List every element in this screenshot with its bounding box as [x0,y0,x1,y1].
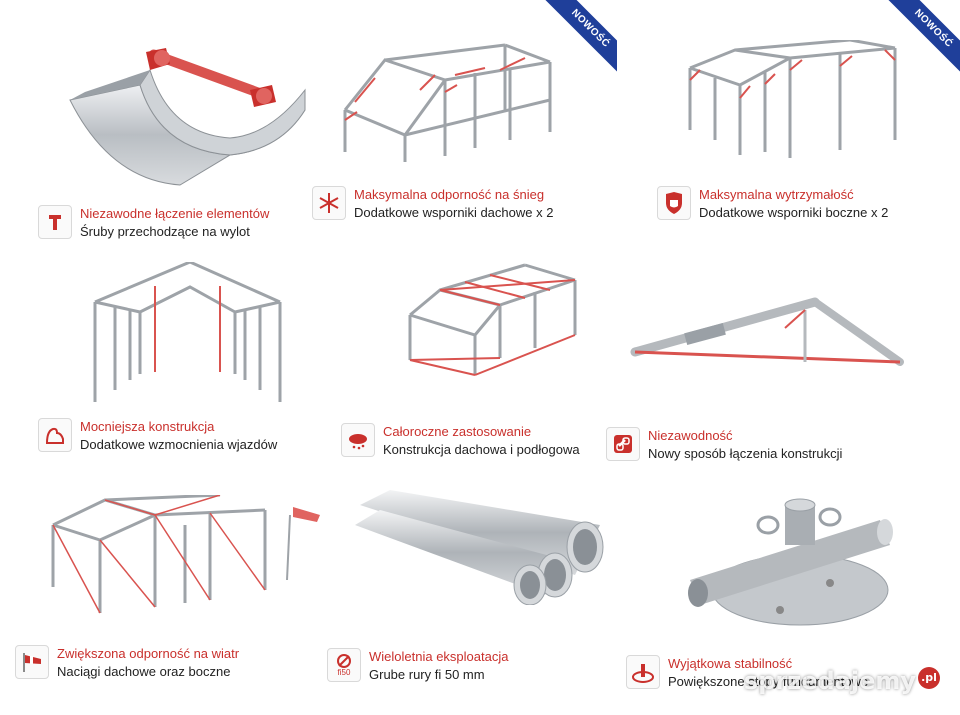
feature-title: Wyjątkowa stabilność [668,656,793,671]
pipes-illustration [350,485,615,610]
new-badge-ribbon: NOWOŚĆ [545,0,617,72]
foot-icon [626,655,660,689]
feature-desc: Powiększone stopy fundamentowe [668,674,869,689]
feature-wind: Zwiększona odporność na wiatr Naciągi da… [15,645,239,681]
feature-desc: Grube rury fi 50 mm [369,667,485,682]
new-badge-ribbon: NOWOŚĆ [888,0,960,72]
bolt-icon [38,205,72,239]
feature-title: Maksymalna wytrzymałość [699,187,854,202]
feature-bolt: Niezawodne łączenie elementów Śruby prze… [38,205,269,241]
feature-title: Niezawodne łączenie elementów [80,206,270,221]
watermark-suffix: .pl [918,667,940,689]
feature-desc: Dodatkowe wsporniki dachowe x 2 [354,205,554,220]
feature-title: Niezawodność [648,428,733,443]
feature-desc: Nowy sposób łączenia konstrukcji [648,446,843,461]
feature-title: Zwiększona odporność na wiatr [57,646,240,661]
feature-snow: Maksymalna odporność na śnieg Dodatkowe … [312,186,553,222]
chain-icon [606,427,640,461]
pipe-icon: fi50 [327,648,361,682]
shield-icon [657,186,691,220]
tent-frame-wind-illustration [45,493,335,625]
feature-durability: fi50 Wieloletnia eksploatacja Grube rury… [327,648,508,684]
feature-desc: Naciągi dachowe oraz boczne [57,664,231,679]
watermark-text: sprzedajemy [743,667,916,695]
watermark-logo: sprzedajemy.pl [744,667,940,695]
snowflake-icon [312,186,346,220]
pipe-icon-label: fi50 [337,668,351,677]
feature-construction: Mocniejsza konstrukcja Dodatkowe wzmocni… [38,418,277,454]
feature-strength: Maksymalna wytrzymałość Dodatkowe wsporn… [657,186,888,222]
arm-icon [38,418,72,452]
base-plate-illustration [680,495,910,635]
new-badge: NOWOŚĆ [888,0,960,72]
truss-connection-illustration [625,290,910,380]
feature-stability: Wyjątkowa stabilność Powiększone stopy f… [626,655,868,691]
feature-desc: Śruby przechodzące na wylot [80,224,250,239]
tent-frame-snow-illustration [325,40,565,170]
feature-yearround: Całoroczne zastosowanie Konstrukcja dach… [341,423,580,459]
tent-frame-strength-illustration [680,38,910,170]
feature-title: Maksymalna odporność na śnieg [354,187,545,202]
feature-title: Całoroczne zastosowanie [383,424,532,439]
windsock-icon [15,645,49,679]
bolt-joint-illustration [50,30,310,195]
feature-title: Mocniejsza konstrukcja [80,419,215,434]
feature-desc: Dodatkowe wzmocnienia wjazdów [80,437,278,452]
feature-title: Wieloletnia eksploatacja [369,649,509,664]
weather-icon [341,423,375,457]
tent-frame-yearround-illustration [405,260,585,385]
feature-reliability: Niezawodność Nowy sposób łączenia konstr… [606,427,842,463]
tent-frame-entrance-illustration [85,260,285,412]
feature-desc: Dodatkowe wsporniki boczne x 2 [699,205,889,220]
feature-desc: Konstrukcja dachowa i podłogowa [383,442,580,457]
new-badge: NOWOŚĆ [545,0,617,72]
